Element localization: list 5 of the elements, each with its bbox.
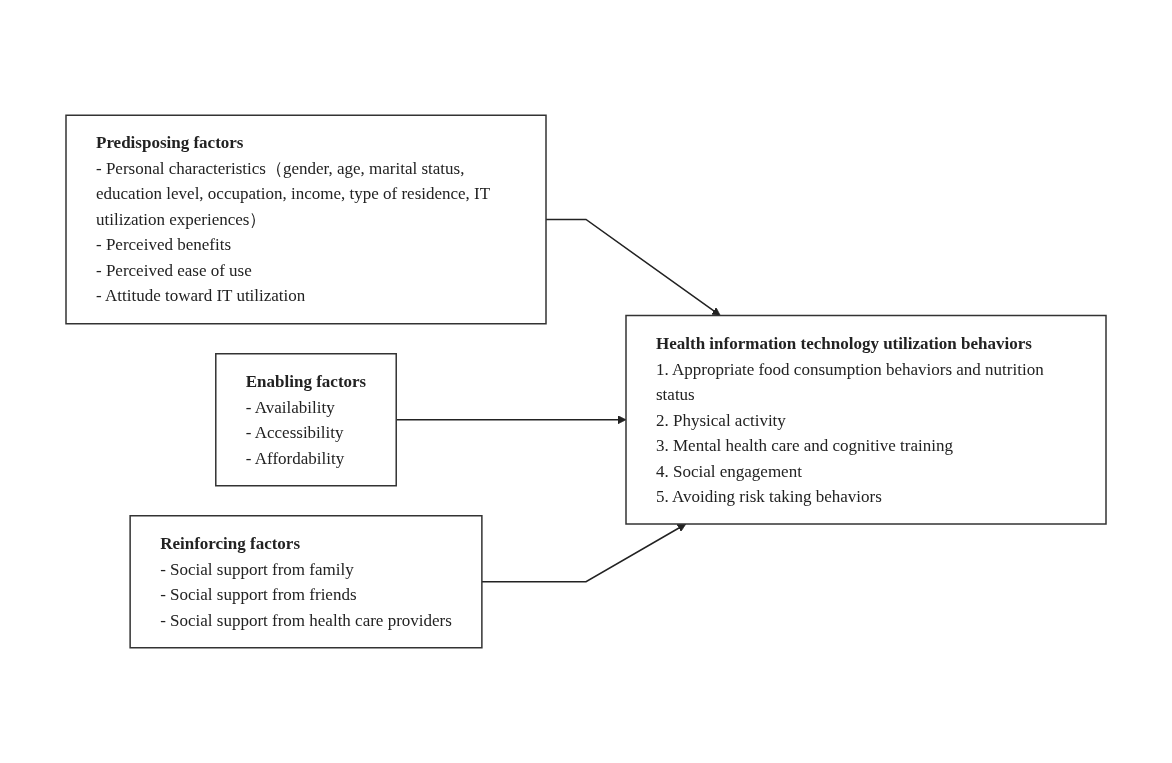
node-box: Health information technology utilization behaviors 1. Appropriate food consumption behaviors and nutrition status 2. Physical activity 3. Mental health care and cognitive training 4. Social engagement 5. Avoiding risk taking behaviors	[625, 314, 1107, 525]
node-box: Enabling factors - Availability - Accessibility - Affordability	[215, 353, 397, 487]
arrow	[481, 523, 687, 583]
node-box: Reinforcing factors - Social support from family - Social support from friends - Social support from health care providers	[129, 515, 483, 649]
node-box: Predisposing factors - Personal characteristics（gender, age, marital status, education level, occupation, income, type of residence, IT utilization experiences） - Perceived benefits - Perceived ease of use - Attitude toward IT utilization	[65, 114, 547, 325]
